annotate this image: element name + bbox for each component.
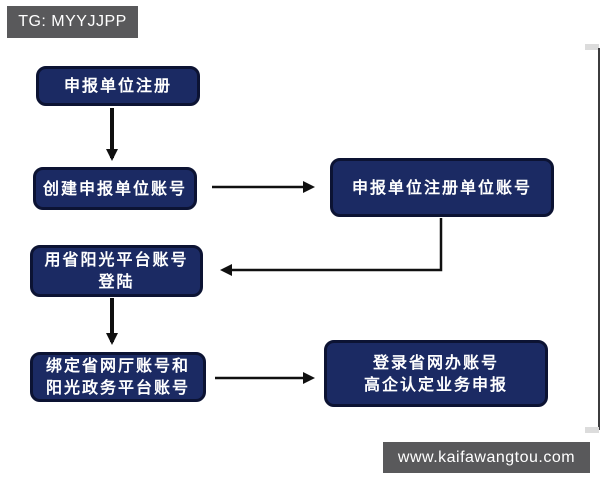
flow-box-register-label: 申报单位注册: [63, 76, 172, 95]
flow-box-login-sunshine-line2: 登陆: [98, 272, 135, 291]
website-watermark-badge: www.kaifawangtou.com: [383, 442, 590, 473]
flow-box-unit-account: 申报单位注册单位账号: [330, 158, 554, 217]
flow-box-declare-business-line2: 高企认定业务申报: [363, 374, 508, 394]
telegram-watermark-text: TG: MYYJJPP: [18, 13, 127, 30]
telegram-watermark-badge: TG: MYYJJPP: [7, 6, 138, 38]
page-edge-cap-top: [585, 44, 599, 50]
flow-box-bind-accounts: 绑定省网厅账号和 阳光政务平台账号: [30, 352, 206, 402]
flow-box-unit-account-label: 申报单位注册单位账号: [351, 177, 532, 197]
flow-box-create-account-label: 创建申报单位账号: [42, 178, 187, 198]
website-watermark-text: www.kaifawangtou.com: [397, 448, 576, 466]
flow-box-bind-accounts-line1: 绑定省网厅账号和: [45, 356, 190, 375]
arrow-unitaccount-to-login-icon: [220, 218, 443, 276]
page-edge-line: [598, 48, 600, 430]
flow-box-bind-accounts-line2: 阳光政务平台账号: [45, 378, 190, 397]
flow-box-declare-business: 登录省网办账号 高企认定业务申报: [324, 340, 548, 407]
flow-box-login-sunshine-line1: 用省阳光平台账号: [44, 250, 189, 269]
flow-box-register: 申报单位注册: [36, 66, 200, 106]
page-edge-cap-bottom: [585, 427, 599, 433]
flow-box-declare-business-line1: 登录省网办账号: [372, 352, 499, 372]
flow-box-login-sunshine: 用省阳光平台账号 登陆: [30, 245, 203, 297]
flow-box-create-account: 创建申报单位账号: [33, 167, 197, 210]
